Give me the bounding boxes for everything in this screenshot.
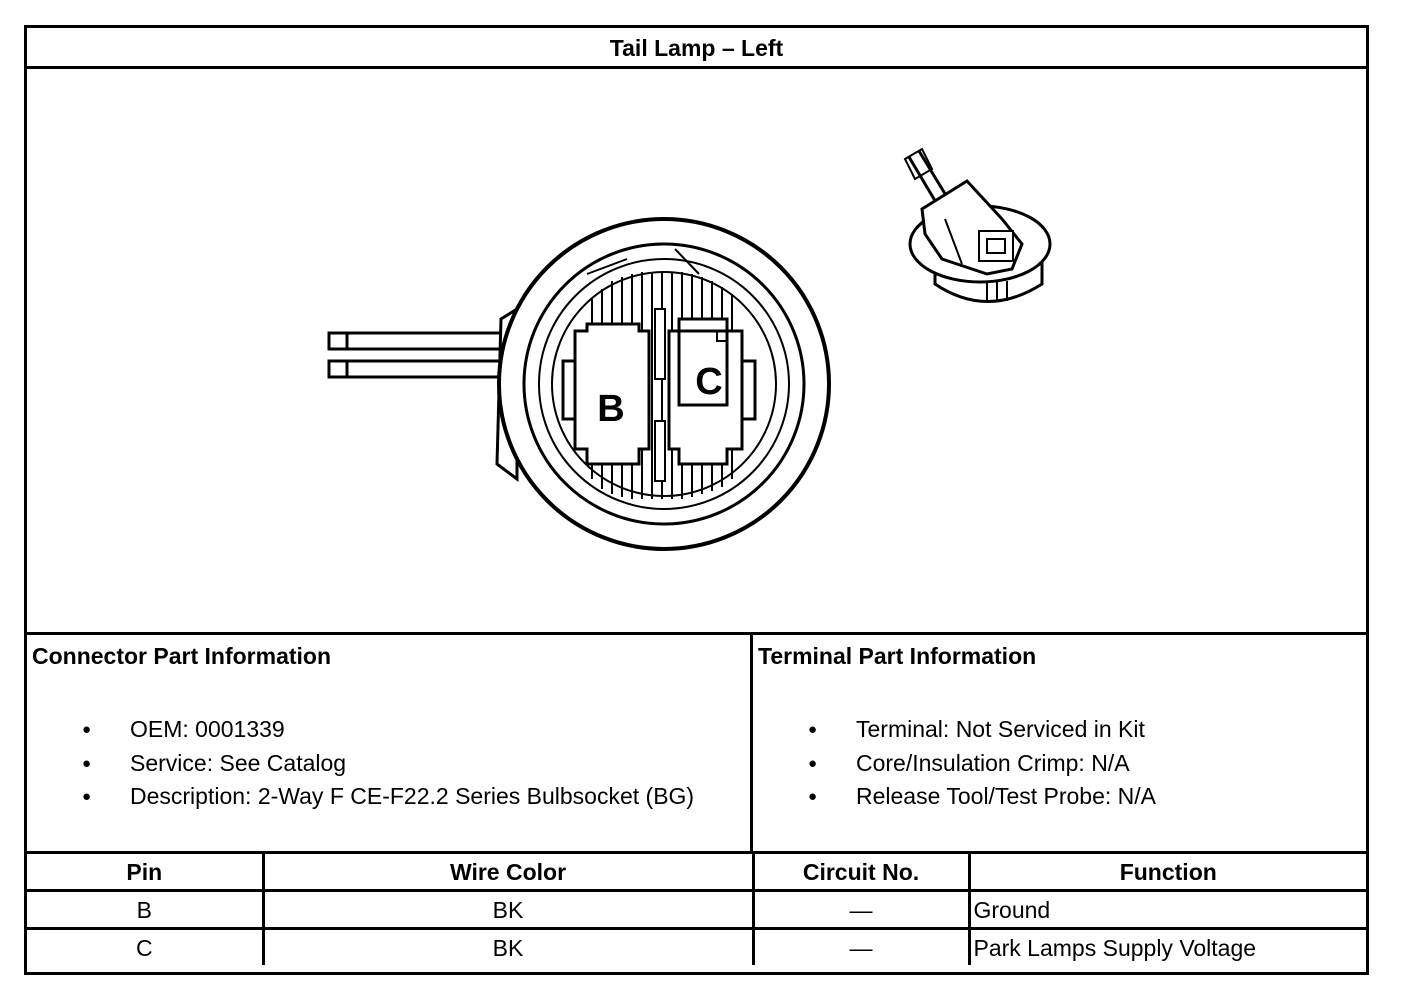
- connector-sheet: Tail Lamp – Left: [24, 25, 1369, 975]
- connector-info-heading: Connector Part Information: [32, 643, 332, 669]
- table-header-row: Pin Wire Color Circuit No. Function: [27, 851, 1366, 892]
- list-item: Terminal: Not Serviced in Kit: [753, 713, 1156, 747]
- terminal-info-list: Terminal: Not Serviced in Kit Core/Insul…: [753, 713, 1156, 814]
- function-cell: Ground: [967, 889, 1366, 930]
- cavity-c-label: C: [695, 361, 722, 403]
- function-cell: Park Lamps Supply Voltage: [967, 927, 1366, 965]
- pin-table: Pin Wire Color Circuit No. Function B BK…: [27, 851, 1366, 965]
- connector-info-list: OEM: 0001339 Service: See Catalog Descri…: [27, 713, 694, 814]
- connector-figure: B C: [27, 69, 1366, 632]
- column-header-wire-color: Wire Color: [261, 851, 755, 892]
- cavity-b-label: B: [597, 388, 624, 430]
- circuit-no-cell: —: [751, 927, 971, 965]
- page-title: Tail Lamp – Left: [27, 28, 1366, 69]
- wire-color-cell: BK: [261, 927, 755, 965]
- column-header-circuit-no: Circuit No.: [751, 851, 971, 892]
- wire-color-cell: BK: [261, 889, 755, 930]
- list-item: Service: See Catalog: [27, 747, 694, 781]
- table-row: C BK — Park Lamps Supply Voltage: [27, 927, 1366, 965]
- outer-ring: [497, 217, 831, 551]
- terminal-part-information: Terminal Part Information Terminal: Not …: [753, 632, 1366, 854]
- list-item: Description: 2-Way F CE-F22.2 Series Bul…: [27, 780, 694, 814]
- table-row: B BK — Ground: [27, 889, 1366, 930]
- pin-cell: C: [27, 927, 265, 965]
- list-item: Release Tool/Test Probe: N/A: [753, 780, 1156, 814]
- terminal-info-heading: Terminal Part Information: [758, 643, 1037, 669]
- circuit-no-cell: —: [751, 889, 971, 930]
- column-header-function: Function: [967, 851, 1366, 892]
- cavity-b-outline: [573, 322, 651, 466]
- column-header-pin: Pin: [27, 851, 265, 892]
- wire-leads: [327, 331, 503, 379]
- connector-part-information: Connector Part Information OEM: 0001339 …: [27, 632, 753, 854]
- list-item: OEM: 0001339: [27, 713, 694, 747]
- list-item: Core/Insulation Crimp: N/A: [753, 747, 1156, 781]
- pin-cell: B: [27, 889, 265, 930]
- connector-face-drawing: B C: [327, 147, 1052, 551]
- bulbsocket-isometric-view: [903, 147, 1052, 303]
